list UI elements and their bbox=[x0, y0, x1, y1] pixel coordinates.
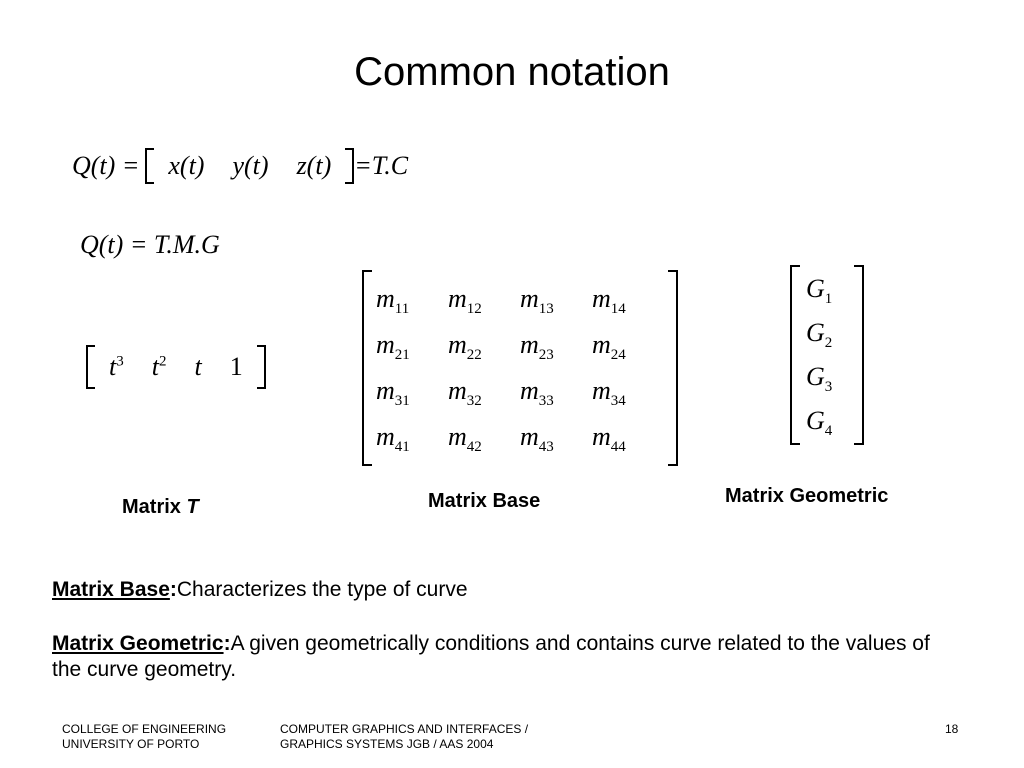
right-bracket bbox=[668, 270, 678, 466]
equation-lhs: Q(t) = bbox=[72, 151, 140, 180]
matrix-base: m11 m12 m13 m14 m21 m22 m23 m24 m31 m32 m33 m34 m41 m… bbox=[362, 270, 678, 466]
term-matrix-base: Matrix Base bbox=[52, 578, 170, 601]
matrix-base-cell-7: m23 bbox=[520, 330, 554, 364]
matrix-base-cell-1: m11 bbox=[376, 284, 410, 318]
matrix-base-cell-16: m44 bbox=[592, 422, 626, 456]
description-matrix-geometric: Matrix Geometric:A given geometrically c… bbox=[52, 632, 930, 681]
equation-q-tmg: Q(t) = T.M.G bbox=[80, 230, 220, 259]
left-bracket bbox=[362, 270, 372, 466]
matrix-t-cell-one: 1 bbox=[229, 352, 243, 381]
matrix-base-grid: m11 m12 m13 m14 m21 m22 m23 m24 m31 m32 m33 m34 m41 m… bbox=[372, 270, 668, 466]
matrix-base-cell-5: m21 bbox=[376, 330, 410, 364]
matrix-base-cell-13: m41 bbox=[376, 422, 410, 456]
matrix-t-cell-t2: t2 bbox=[151, 352, 167, 381]
left-bracket bbox=[790, 265, 800, 445]
description-text: A given geometrically conditions and con… bbox=[52, 632, 930, 681]
matrix-geometric-cell-4: G4 bbox=[806, 406, 833, 440]
matrix-base-cell-10: m32 bbox=[448, 376, 482, 410]
description-text: Characterizes the type of curve bbox=[176, 578, 468, 601]
right-bracket bbox=[854, 265, 864, 445]
matrix-base-cell-4: m14 bbox=[592, 284, 626, 318]
equation-rhs: =T.C bbox=[354, 151, 409, 180]
matrix-base-cell-6: m22 bbox=[448, 330, 482, 364]
matrix-t-cell-t: t bbox=[194, 352, 202, 381]
matrix-geometric-cell-3: G3 bbox=[806, 362, 833, 396]
label-matrix-base: Matrix Base bbox=[428, 490, 541, 512]
matrix-base-cell-3: m13 bbox=[520, 284, 554, 318]
matrix-base-cell-2: m12 bbox=[448, 284, 482, 318]
equation-cell-y: y(t) bbox=[232, 151, 269, 180]
matrix-base-cell-8: m24 bbox=[592, 330, 626, 364]
page-number: 18 bbox=[945, 722, 959, 736]
matrix-base-cell-12: m34 bbox=[592, 376, 626, 410]
footer-course: COMPUTER GRAPHICS AND INTERFACES / GRAPH… bbox=[280, 722, 529, 751]
equation-cell-z: z(t) bbox=[296, 151, 332, 180]
equation-q-vector: Q(t) = x(t) y(t) z(t) =T.C bbox=[72, 148, 408, 184]
slide-title: Common notation bbox=[354, 50, 670, 94]
left-bracket bbox=[86, 345, 95, 389]
right-bracket bbox=[256, 345, 266, 389]
right-bracket bbox=[345, 148, 355, 184]
label-matrix-t: Matrix T bbox=[122, 496, 199, 518]
description-matrix-base: Matrix Base:Characterizes the type of cu… bbox=[52, 578, 468, 601]
label-matrix-geometric: Matrix Geometric bbox=[725, 485, 889, 507]
matrix-geometric-cell-2: G2 bbox=[806, 318, 833, 352]
matrix-base-cell-15: m43 bbox=[520, 422, 554, 456]
matrix-t-cell-t3: t3 bbox=[109, 352, 124, 381]
footer-college: COLLEGE OF ENGINEERING UNIVERSITY OF POR… bbox=[62, 722, 227, 751]
matrix-base-cell-9: m31 bbox=[376, 376, 410, 410]
matrix-t: t3 t2 t 1 bbox=[86, 345, 266, 389]
left-bracket bbox=[145, 148, 155, 184]
term-matrix-geometric: Matrix Geometric bbox=[52, 632, 224, 655]
matrix-base-cell-11: m33 bbox=[520, 376, 554, 410]
equation-cell-x: x(t) bbox=[168, 151, 205, 180]
matrix-base-cell-14: m42 bbox=[448, 422, 482, 456]
matrix-geometric-cell-1: G1 bbox=[806, 274, 833, 308]
